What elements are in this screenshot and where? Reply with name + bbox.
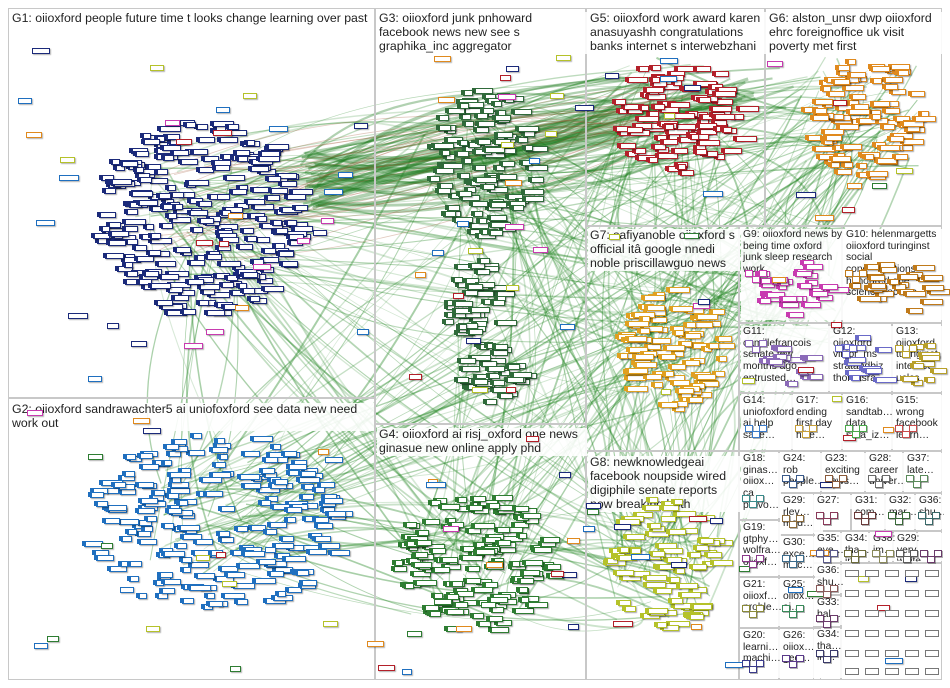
panel-g1 <box>8 8 375 398</box>
group-label-g29b: G37: late… <box>905 453 944 491</box>
group-label-g37: G35: eve… <box>815 533 843 561</box>
group-label-g12: G12: oiioxford viktor_ms stratandbiz tho… <box>831 326 894 391</box>
group-label-g27: G27: <box>815 495 853 509</box>
group-label-g28: G28: career univer… <box>867 453 905 491</box>
group-label-g11: G11: camillefrancois senate few months a… <box>741 326 831 391</box>
group-label-g4: G4: oiioxford ai risj_oxford one news gi… <box>377 428 587 456</box>
group-label-g5: G5: oiioxford work award karen anasuyash… <box>588 12 767 54</box>
group-label-g10: G10: helenmargetts oiioxford turinginst … <box>844 229 944 320</box>
group-label-g20: G20: learni… machi… <box>741 630 781 678</box>
group-label-g16: G16: sandtab… data sara_iz… <box>844 395 894 449</box>
group-label-g3: G3: oiioxford junk pnhoward facebook new… <box>377 12 587 54</box>
group-label-g1: G1: oiioxford people future time t looks… <box>10 12 374 26</box>
panel-g2 <box>8 398 375 680</box>
group-label-g17: G17: ending first day hike… <box>794 395 844 449</box>
group-label-g4x: G38: im… <box>871 533 895 561</box>
group-label-g24: G24: rob people… <box>781 453 823 491</box>
group-label-g9: G9: oiioxford news by being time oxford … <box>741 229 844 320</box>
group-label-g7: G7: safiyanoble oiioxford s official itâ… <box>588 229 740 271</box>
group-label-g43: G29: very white… <box>895 533 943 561</box>
group-label-g13: G13: oiioxford turinginst internet uclcs… <box>894 326 944 391</box>
group-label-g19: G19: gtphy… wolfra… oiioxf… <box>741 522 781 575</box>
group-label-g35: G34: tha… in… <box>843 533 871 561</box>
group-label-g23: G23: exciting news… <box>823 453 867 491</box>
group-label-g38: G36: shu… <box>815 565 843 593</box>
group-label-g14: G14: uniofoxford ai help save… <box>741 395 794 449</box>
panel-tiny-grid <box>841 563 942 680</box>
group-label-g15: G15: wrong facebook learn… <box>894 395 944 449</box>
group-label-g2: G2: oiioxford sandrawachter5 ai uniofoxf… <box>10 403 374 431</box>
panel-g3 <box>375 8 586 424</box>
group-label-g31: G31: com… <box>853 495 887 529</box>
group-label-g33: G33: bal… <box>815 597 843 625</box>
group-label-g21: G21: oiioxf… proble… <box>741 579 781 626</box>
panel-g4 <box>375 424 586 680</box>
group-label-g36: G36: shu… <box>917 495 944 529</box>
group-label-g32: G32: mar… <box>887 495 917 529</box>
group-label-g18: G18: ginas… oiiox… ça provo… <box>741 453 781 518</box>
group-label-g34: G34: tha… in… <box>815 629 843 678</box>
group-label-g8: G8: newknowledgeai facebook noupside wir… <box>588 456 740 512</box>
group-label-g6: G6: alston_unsr dwp oiioxford ehrc forei… <box>767 12 943 54</box>
